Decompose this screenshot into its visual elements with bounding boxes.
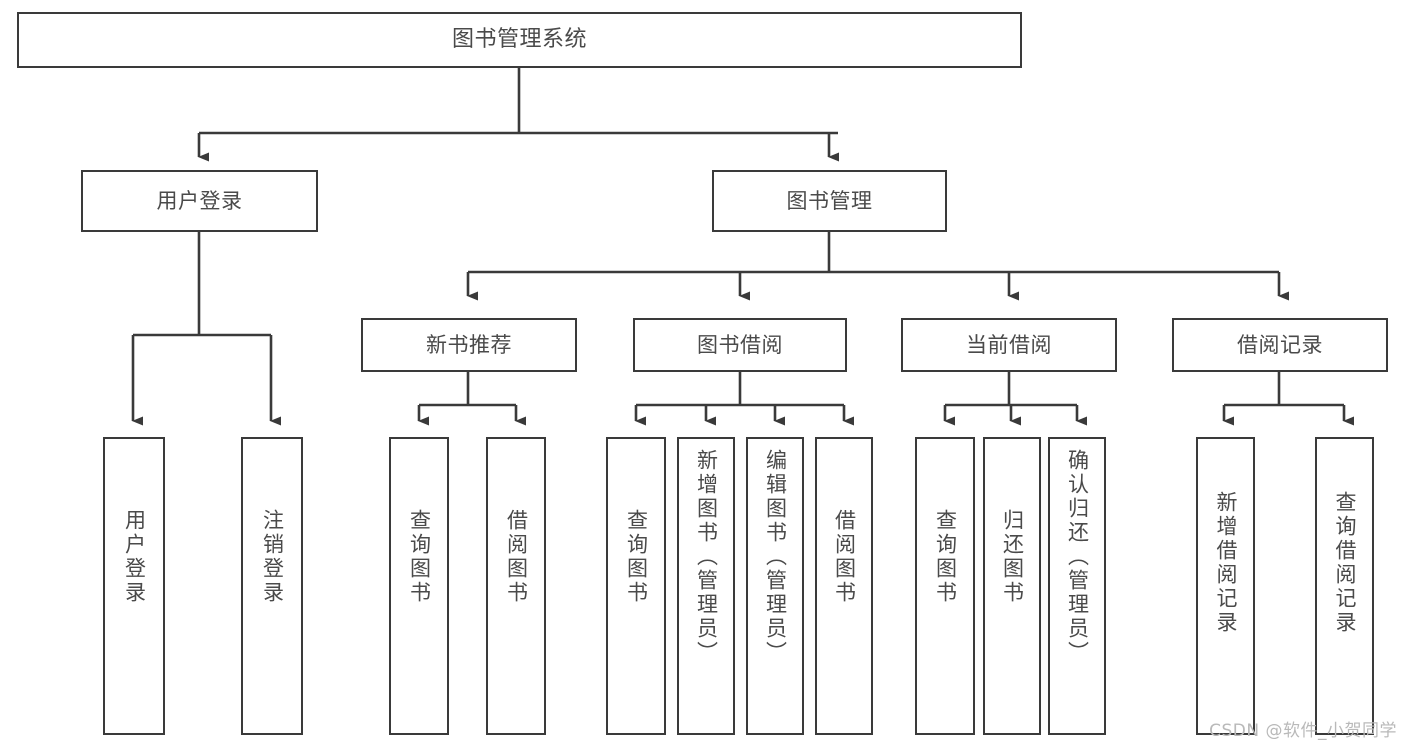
node-label: 查询图书 bbox=[407, 509, 432, 605]
node-label: 新增借阅记录 bbox=[1214, 491, 1238, 635]
node-label: 当前借阅 bbox=[966, 332, 1052, 357]
node-label: 借阅图书 bbox=[504, 509, 529, 605]
node-label: 图书借阅 bbox=[697, 332, 783, 357]
leaf-borrow-book-borrow[interactable]: 借阅图书 bbox=[815, 437, 873, 735]
leaf-add-book-admin[interactable]: 新增图书（管理员） bbox=[677, 437, 735, 735]
leaf-edit-book-admin[interactable]: 编辑图书（管理员） bbox=[746, 437, 804, 735]
leaf-query-borrow-record[interactable]: 查询借阅记录 bbox=[1315, 437, 1374, 735]
leaf-logout[interactable]: 注销登录 bbox=[241, 437, 303, 735]
leaf-user-login[interactable]: 用户登录 bbox=[103, 437, 165, 735]
node-borrow-record[interactable]: 借阅记录 bbox=[1172, 318, 1388, 372]
node-label: 查询图书 bbox=[624, 509, 649, 605]
leaf-confirm-return-admin[interactable]: 确认归还（管理员） bbox=[1048, 437, 1106, 735]
node-user-login[interactable]: 用户登录 bbox=[81, 170, 318, 232]
node-book-borrow[interactable]: 图书借阅 bbox=[633, 318, 847, 372]
node-label: 用户登录 bbox=[156, 188, 243, 213]
node-label: 图书管理系统 bbox=[451, 27, 587, 53]
node-label: 查询借阅记录 bbox=[1333, 491, 1357, 635]
leaf-query-book-new[interactable]: 查询图书 bbox=[389, 437, 449, 735]
node-label: 图书管理 bbox=[786, 188, 873, 213]
leaf-query-book-borrow[interactable]: 查询图书 bbox=[606, 437, 666, 735]
watermark: CSDN @软件_小贺同学 bbox=[1209, 721, 1397, 741]
node-label: 新书推荐 bbox=[426, 332, 512, 357]
node-label: 确认归还（管理员） bbox=[1065, 449, 1090, 665]
leaf-query-book-current[interactable]: 查询图书 bbox=[915, 437, 975, 735]
node-label: 新增图书（管理员） bbox=[694, 449, 719, 665]
leaf-add-borrow-record[interactable]: 新增借阅记录 bbox=[1196, 437, 1255, 735]
node-current-borrow[interactable]: 当前借阅 bbox=[901, 318, 1117, 372]
leaf-borrow-book-new[interactable]: 借阅图书 bbox=[486, 437, 546, 735]
node-label: 编辑图书（管理员） bbox=[763, 449, 788, 665]
node-book-management[interactable]: 图书管理 bbox=[712, 170, 947, 232]
node-label: 借阅记录 bbox=[1237, 332, 1323, 357]
node-label: 归还图书 bbox=[1000, 509, 1025, 605]
node-label: 借阅图书 bbox=[832, 509, 857, 605]
node-root-system[interactable]: 图书管理系统 bbox=[17, 12, 1022, 68]
node-label: 用户登录 bbox=[122, 509, 147, 605]
leaf-return-book[interactable]: 归还图书 bbox=[983, 437, 1041, 735]
node-label: 查询图书 bbox=[933, 509, 958, 605]
node-label: 注销登录 bbox=[260, 509, 285, 605]
node-new-book-recommend[interactable]: 新书推荐 bbox=[361, 318, 577, 372]
